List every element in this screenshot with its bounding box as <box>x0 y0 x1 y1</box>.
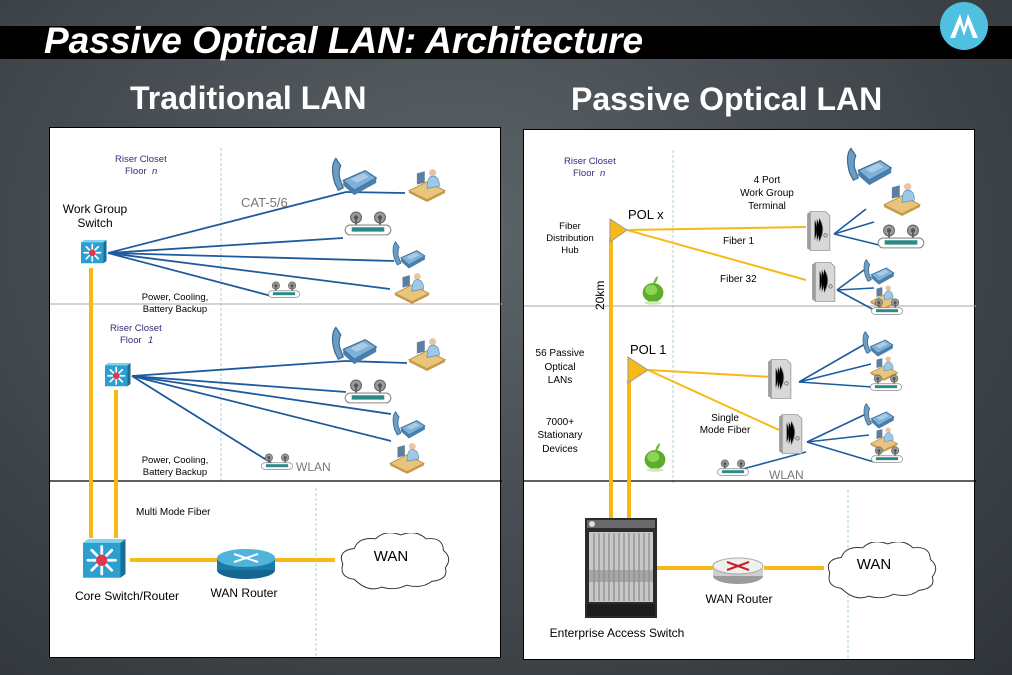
fiber-1-label: Fiber 1 <box>723 236 755 247</box>
ip-phone-icon <box>331 326 377 365</box>
access-switch-label: Enterprise Access Switch <box>550 626 685 640</box>
riser-floor-number: 1 <box>148 335 153 346</box>
wan-label: WAN <box>857 556 891 573</box>
ont-terminal-icon <box>811 261 836 303</box>
wan-router-icon <box>217 549 275 579</box>
workgroup-switch-icon <box>104 362 132 388</box>
ont-terminal-icon <box>778 413 803 455</box>
passive-lans-label-3: LANs <box>548 375 572 386</box>
core-switch-label: Core Switch/Router <box>75 589 179 603</box>
pol-1-splitter-icon <box>627 356 649 384</box>
workgroup-switch-label: Work Group <box>63 202 128 216</box>
passive-lans-label: 56 Passive <box>536 348 585 359</box>
wlan-label: WLAN <box>769 468 804 482</box>
traditional-lan-diagram: Riser Closet Floor n Work Group Switch C… <box>49 127 502 658</box>
wireless-ap-icon <box>877 224 925 249</box>
ip-phone-icon <box>862 331 894 358</box>
devices-label-3: Devices <box>542 444 578 455</box>
wan-router-icon <box>712 557 764 584</box>
wan-router-label: WAN Router <box>706 592 773 606</box>
single-mode-fiber-label: Single <box>711 413 739 424</box>
single-mode-fiber-label-2: Mode Fiber <box>700 425 751 436</box>
riser-floor-number: n <box>600 168 605 179</box>
wireless-ap-icon <box>344 211 392 236</box>
ip-phone-icon <box>331 157 377 196</box>
riser-closet-floor-n-label: Riser Closet <box>564 156 616 167</box>
workgroup-switch-icon <box>80 239 108 265</box>
ip-phone-icon <box>392 241 426 269</box>
pol-x-splitter-icon <box>609 218 628 243</box>
pol-heading: Passive Optical LAN <box>571 81 883 117</box>
devices-label: 7000+ <box>546 417 574 428</box>
multi-mode-fiber-label: Multi Mode Fiber <box>136 507 211 518</box>
power-backup-label: Power, Cooling, <box>142 455 209 466</box>
single-mode-fibers <box>626 226 807 431</box>
ip-phone-icon <box>863 403 895 430</box>
workstation-icon <box>389 442 425 474</box>
power-backup-label-2: Battery Backup <box>143 467 207 478</box>
ip-phone-icon <box>846 147 892 186</box>
terminal-label: 4 Port <box>754 175 781 186</box>
green-energy-icon <box>644 443 666 472</box>
wan-router-label: WAN Router <box>211 586 278 600</box>
distance-label: 20km <box>593 281 607 310</box>
pol-diagram: Riser Closet Floor n Fiber Distribution … <box>523 129 976 660</box>
cat-cables-floor-n <box>107 191 406 298</box>
copper-links <box>738 208 880 471</box>
power-backup-label-2: Battery Backup <box>143 304 207 315</box>
wireless-ap-icon <box>344 379 392 404</box>
olt-chassis-icon <box>585 518 657 618</box>
title-bar <box>0 26 1012 59</box>
fiber-hub-label-2: Distribution <box>546 233 594 244</box>
workstation-icon <box>408 337 446 371</box>
riser-floor-label: Floor <box>573 168 595 179</box>
riser-closet-floor-n-label: Riser Closet <box>115 154 167 165</box>
fiber-hub-label-3: Hub <box>561 245 578 256</box>
workstation-icon <box>408 168 446 202</box>
riser-closet-floor-1-label: Riser Closet <box>110 323 162 334</box>
core-switch-icon <box>81 537 127 580</box>
workgroup-switch-label-2: Switch <box>77 216 112 230</box>
ont-terminal-icon <box>767 358 792 400</box>
pol-1-label: POL 1 <box>630 342 666 357</box>
riser-floor-number: n <box>152 166 157 177</box>
devices-label-2: Stationary <box>537 430 582 441</box>
terminal-label-3: Terminal <box>748 201 786 212</box>
terminal-label-2: Work Group <box>740 188 794 199</box>
riser-floor-label: Floor <box>120 335 142 346</box>
cat-cables-floor-1 <box>131 360 408 465</box>
passive-lans-label-2: Optical <box>544 362 575 373</box>
riser-floor-label: Floor <box>125 166 147 177</box>
wireless-ap-icon <box>260 453 294 471</box>
wireless-ap-icon <box>267 281 301 299</box>
ont-terminal-icon <box>806 210 831 252</box>
motorola-logo-icon <box>940 2 988 50</box>
green-energy-icon <box>642 276 664 305</box>
pol-x-label: POL x <box>628 207 664 222</box>
wan-label: WAN <box>374 548 408 565</box>
workstation-icon <box>883 182 921 216</box>
ip-phone-icon <box>392 411 426 439</box>
wireless-ap-icon <box>716 459 750 477</box>
fiber-hub-label: Fiber <box>559 221 581 232</box>
wlan-label: WLAN <box>296 460 331 474</box>
traditional-lan-heading: Traditional LAN <box>130 80 367 116</box>
fiber-32-label: Fiber 32 <box>720 274 757 285</box>
slide-title: Passive Optical LAN: Architecture <box>44 20 644 61</box>
ip-phone-icon <box>863 259 895 286</box>
cat-cable-label: CAT-5/6 <box>241 195 288 210</box>
power-backup-label: Power, Cooling, <box>142 292 209 303</box>
workstation-icon <box>394 272 430 304</box>
